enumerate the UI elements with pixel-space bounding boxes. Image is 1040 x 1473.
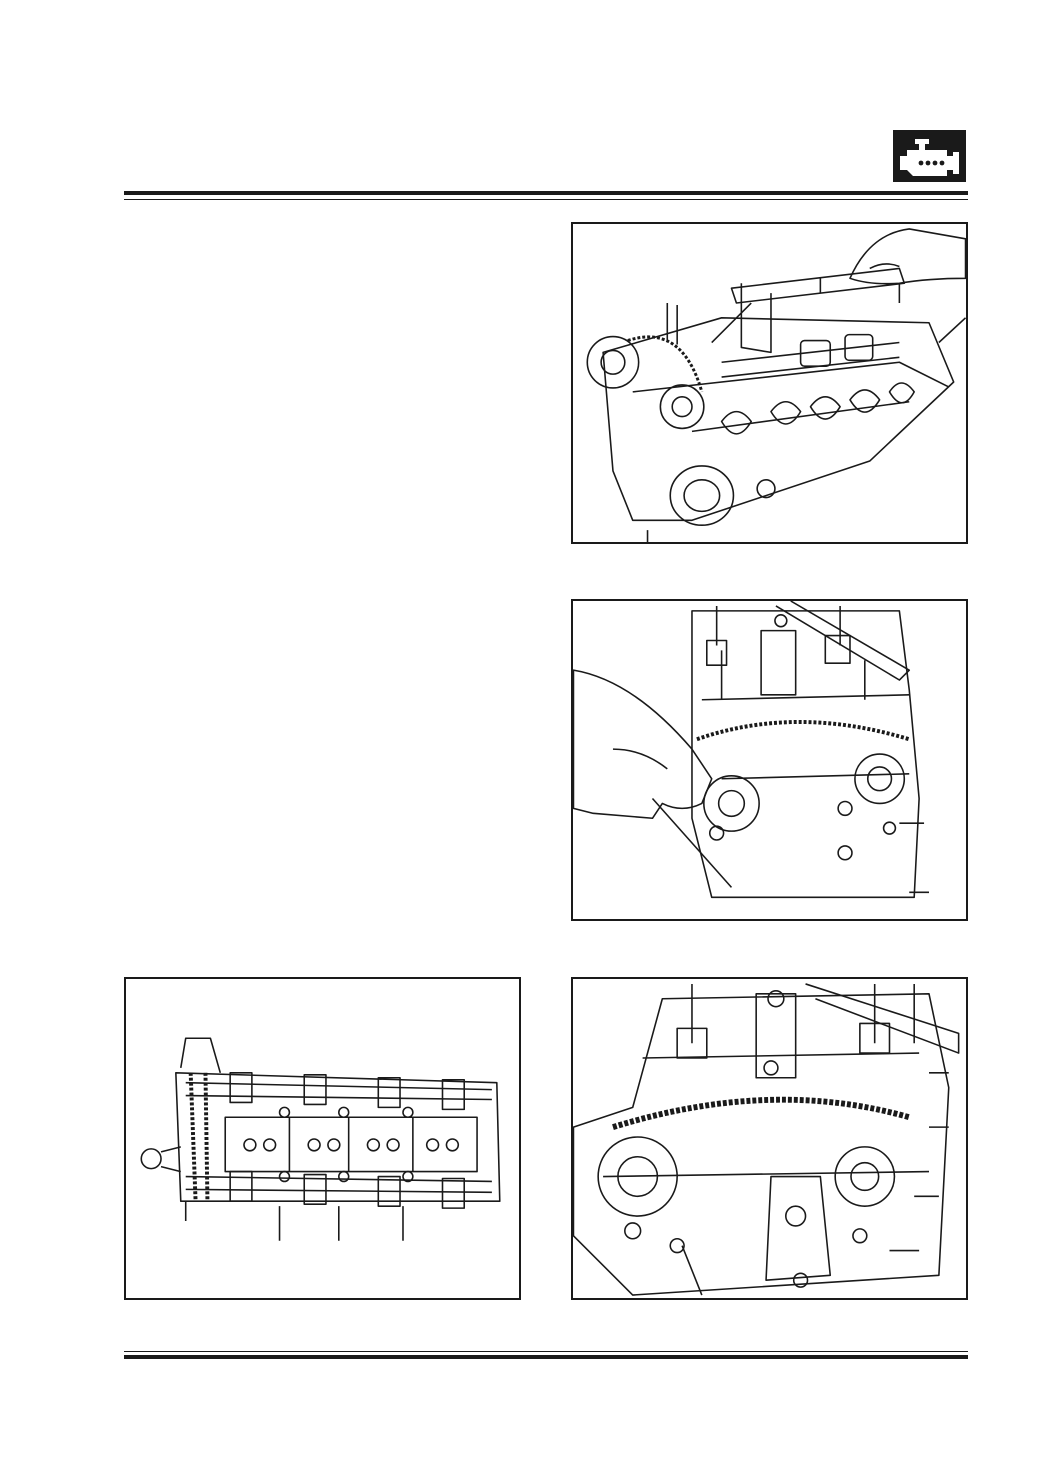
figure-cylinder-head-top-view: [124, 977, 521, 1300]
timing-chain-closeup-illustration: [573, 983, 960, 1296]
cylinder-head-top-view-illustration: [140, 1037, 501, 1241]
chain-tensioner-illustration: [573, 601, 929, 899]
header-rule-thick: [124, 191, 968, 195]
footer-rule-thick: [124, 1355, 968, 1359]
engine-section-badge: [893, 130, 966, 182]
figure-cylinder-head-tool: [571, 222, 968, 544]
cylinder-head-tool-illustration: [586, 228, 966, 542]
header-rule-thin: [124, 199, 968, 200]
footer-rule-thin: [124, 1351, 968, 1352]
engine-icon: [900, 139, 959, 176]
figure-chain-tensioner: [571, 599, 968, 921]
figure-timing-chain-closeup: [571, 977, 968, 1300]
